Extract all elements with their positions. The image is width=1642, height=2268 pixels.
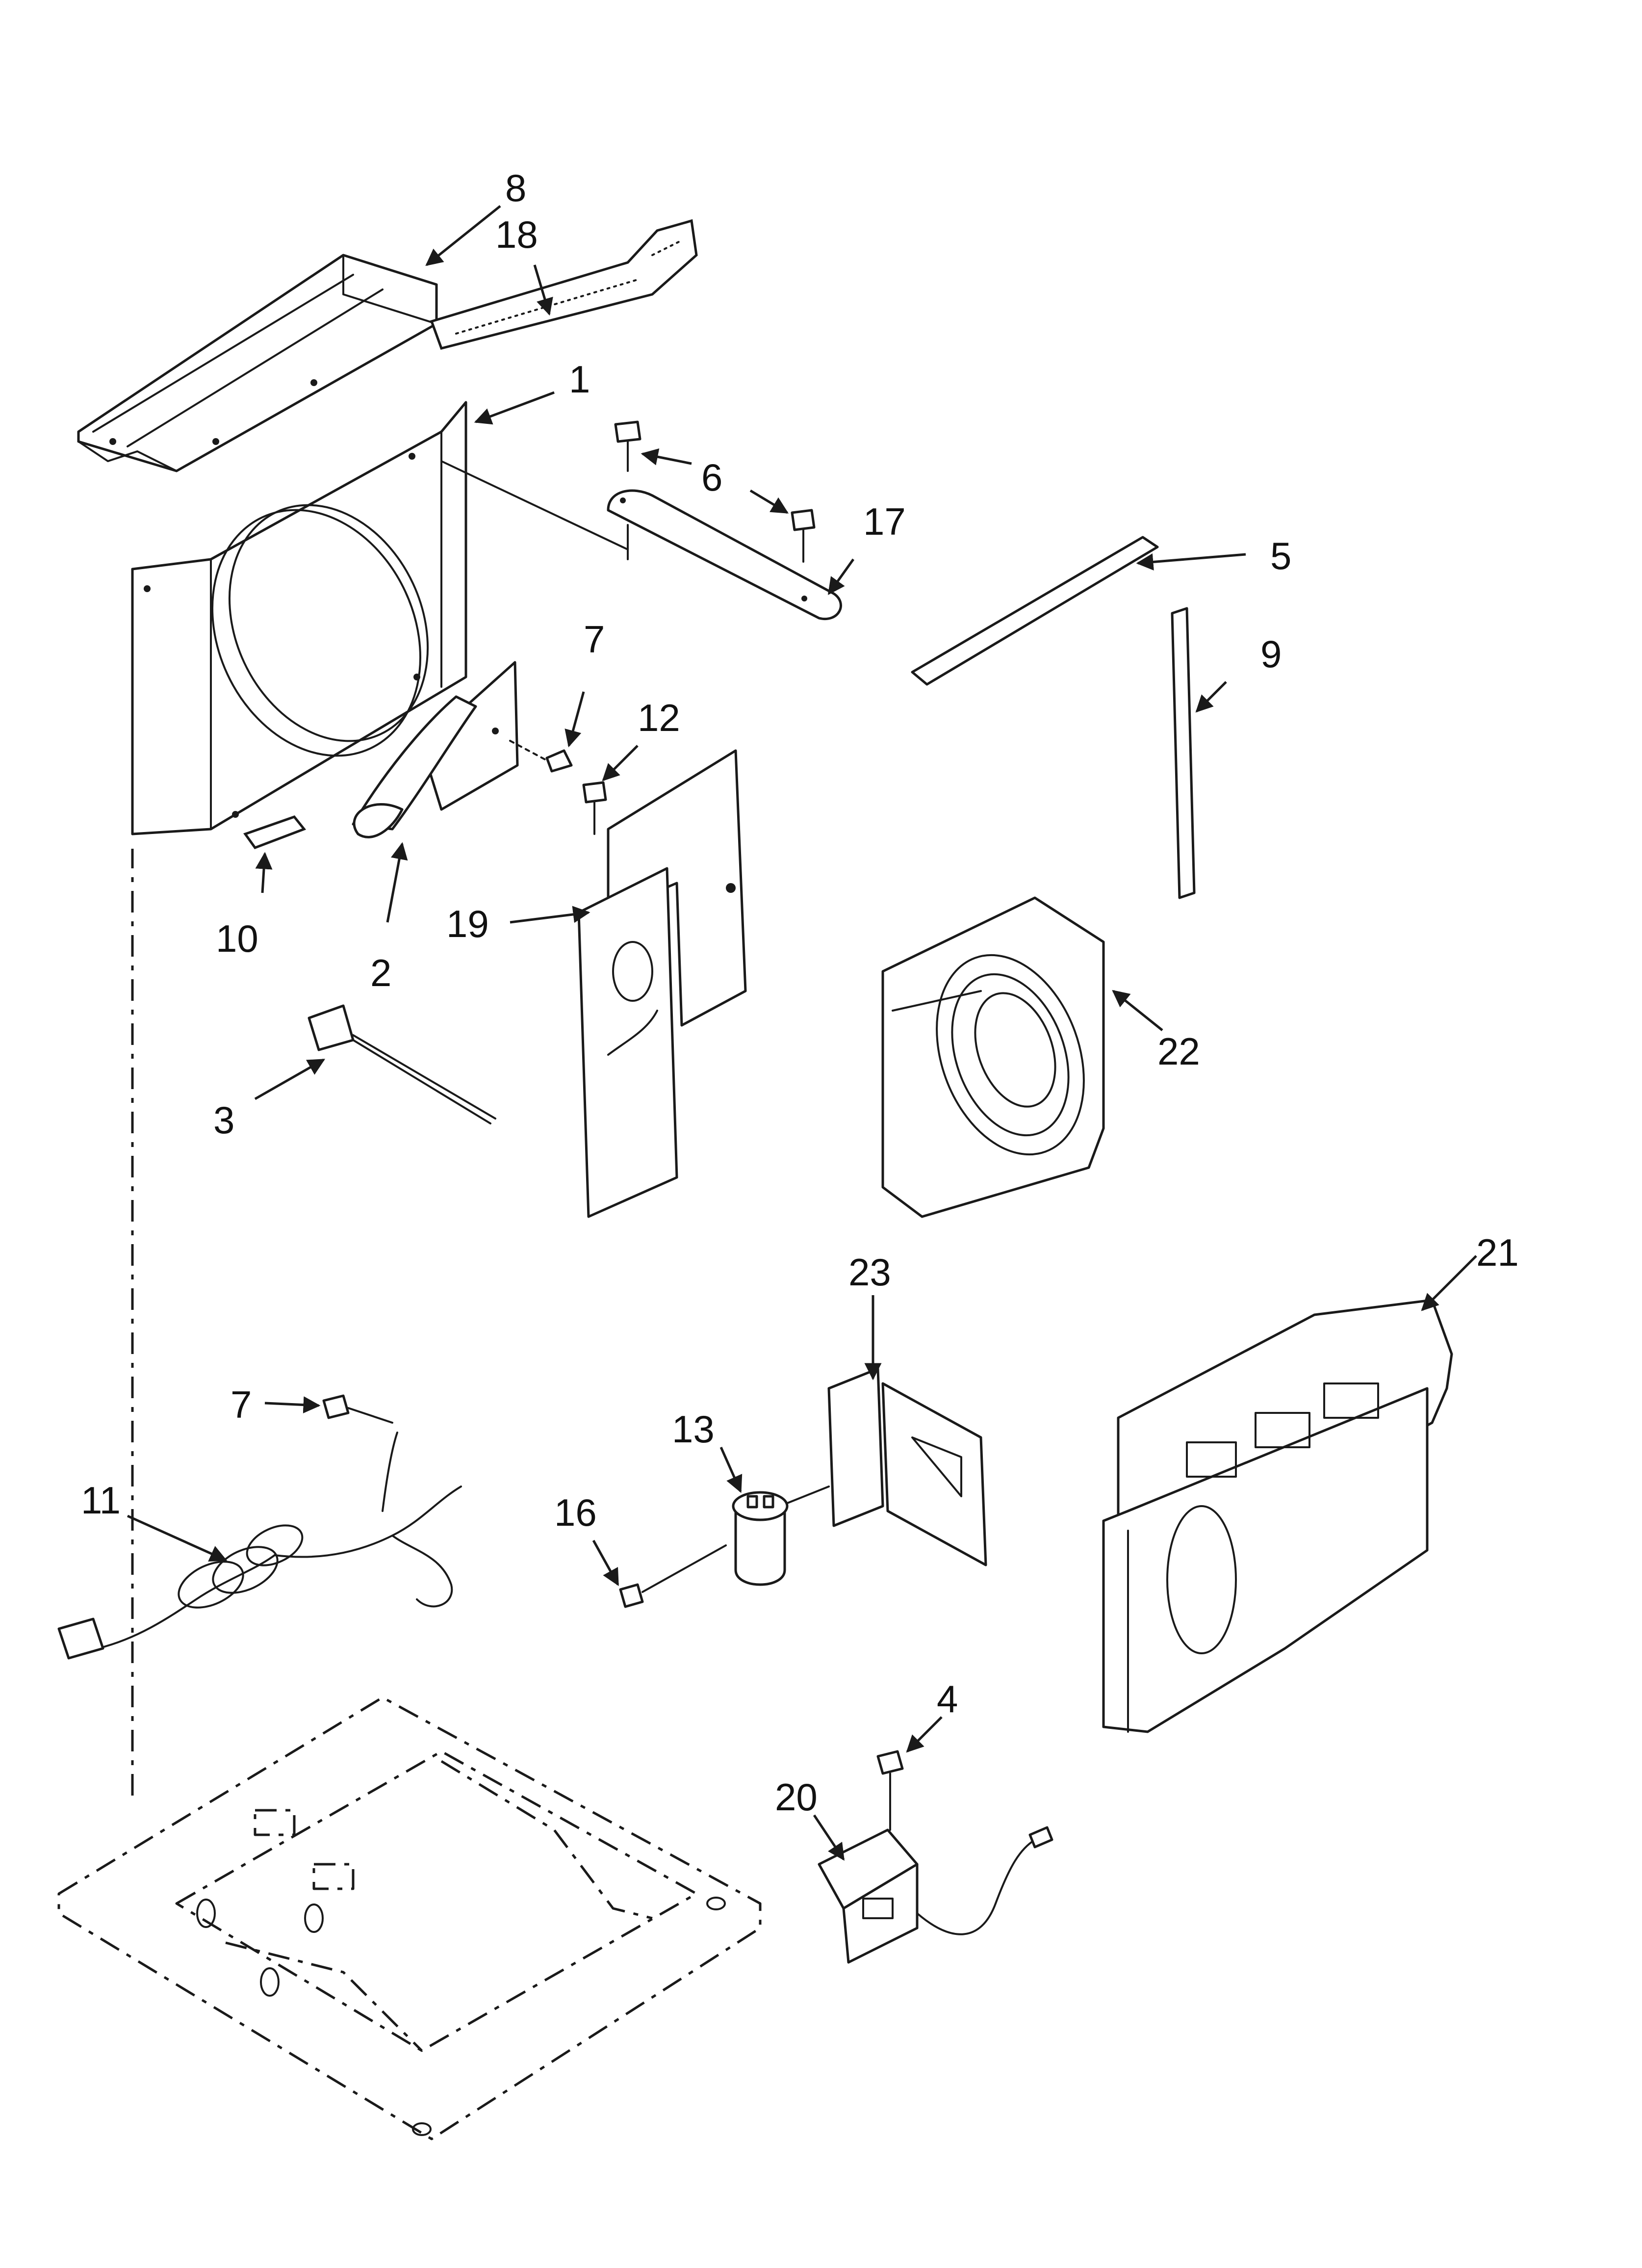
- callout-5: 5: [1270, 534, 1291, 577]
- part-2-bracket: [352, 661, 519, 838]
- callout-9: 9: [1260, 632, 1282, 676]
- callout-7-upper: 7: [584, 618, 605, 661]
- part-5-top-rail: [911, 536, 1159, 686]
- callout-18: 18: [495, 213, 538, 256]
- callout-19: 19: [446, 902, 489, 945]
- callout-13: 13: [672, 1408, 715, 1451]
- callout-21: 21: [1476, 1231, 1519, 1274]
- callout-10: 10: [216, 917, 258, 960]
- part-7-screw-lower: [322, 1394, 393, 1424]
- part-9-side-rail: [1171, 607, 1196, 899]
- part-1-fan-shroud: [131, 401, 629, 835]
- part-12-screw: [582, 781, 607, 835]
- part-3-sensor: [308, 1004, 496, 1124]
- callout-12: 12: [638, 696, 680, 739]
- callout-4: 4: [937, 1677, 958, 1721]
- callout-20: 20: [775, 1775, 818, 1819]
- part-11-power-cord: [57, 1432, 462, 1660]
- leader-lines: [127, 205, 1477, 1861]
- part-4-screw: [876, 1750, 904, 1831]
- part-6-screws: [614, 420, 816, 563]
- part-20-control-board: [818, 1826, 1053, 1964]
- callout-16: 16: [554, 1491, 597, 1534]
- base-pan-dashed: [57, 849, 762, 2140]
- part-21-front-cover: [1102, 1299, 1453, 1733]
- part-23-capacitor-bracket: [754, 1367, 987, 1566]
- callout-labels: 8 18 1 6 17 5 9 7 12 10 2 19 22 3 23 21 …: [81, 166, 1519, 1819]
- callout-17: 17: [863, 500, 906, 543]
- callout-23: 23: [848, 1251, 891, 1294]
- part-10-foam-block: [243, 815, 307, 850]
- part-18-foam-strip: [430, 219, 698, 350]
- callout-6: 6: [701, 456, 722, 499]
- part-22-blower-housing: [881, 896, 1105, 1218]
- callout-2: 2: [370, 951, 391, 994]
- callout-3: 3: [213, 1098, 234, 1142]
- part-13-capacitor: [732, 1491, 789, 1586]
- callout-22: 22: [1157, 1030, 1200, 1073]
- callout-1: 1: [569, 358, 590, 401]
- part-19-control-bracket: [577, 749, 747, 1218]
- callout-11: 11: [81, 1479, 121, 1522]
- part-16-screw: [619, 1544, 727, 1608]
- part-7-screw-upper: [509, 740, 573, 773]
- part-8-top-cover: [77, 254, 438, 472]
- callout-7-lower: 7: [231, 1383, 252, 1426]
- callout-8: 8: [505, 166, 526, 209]
